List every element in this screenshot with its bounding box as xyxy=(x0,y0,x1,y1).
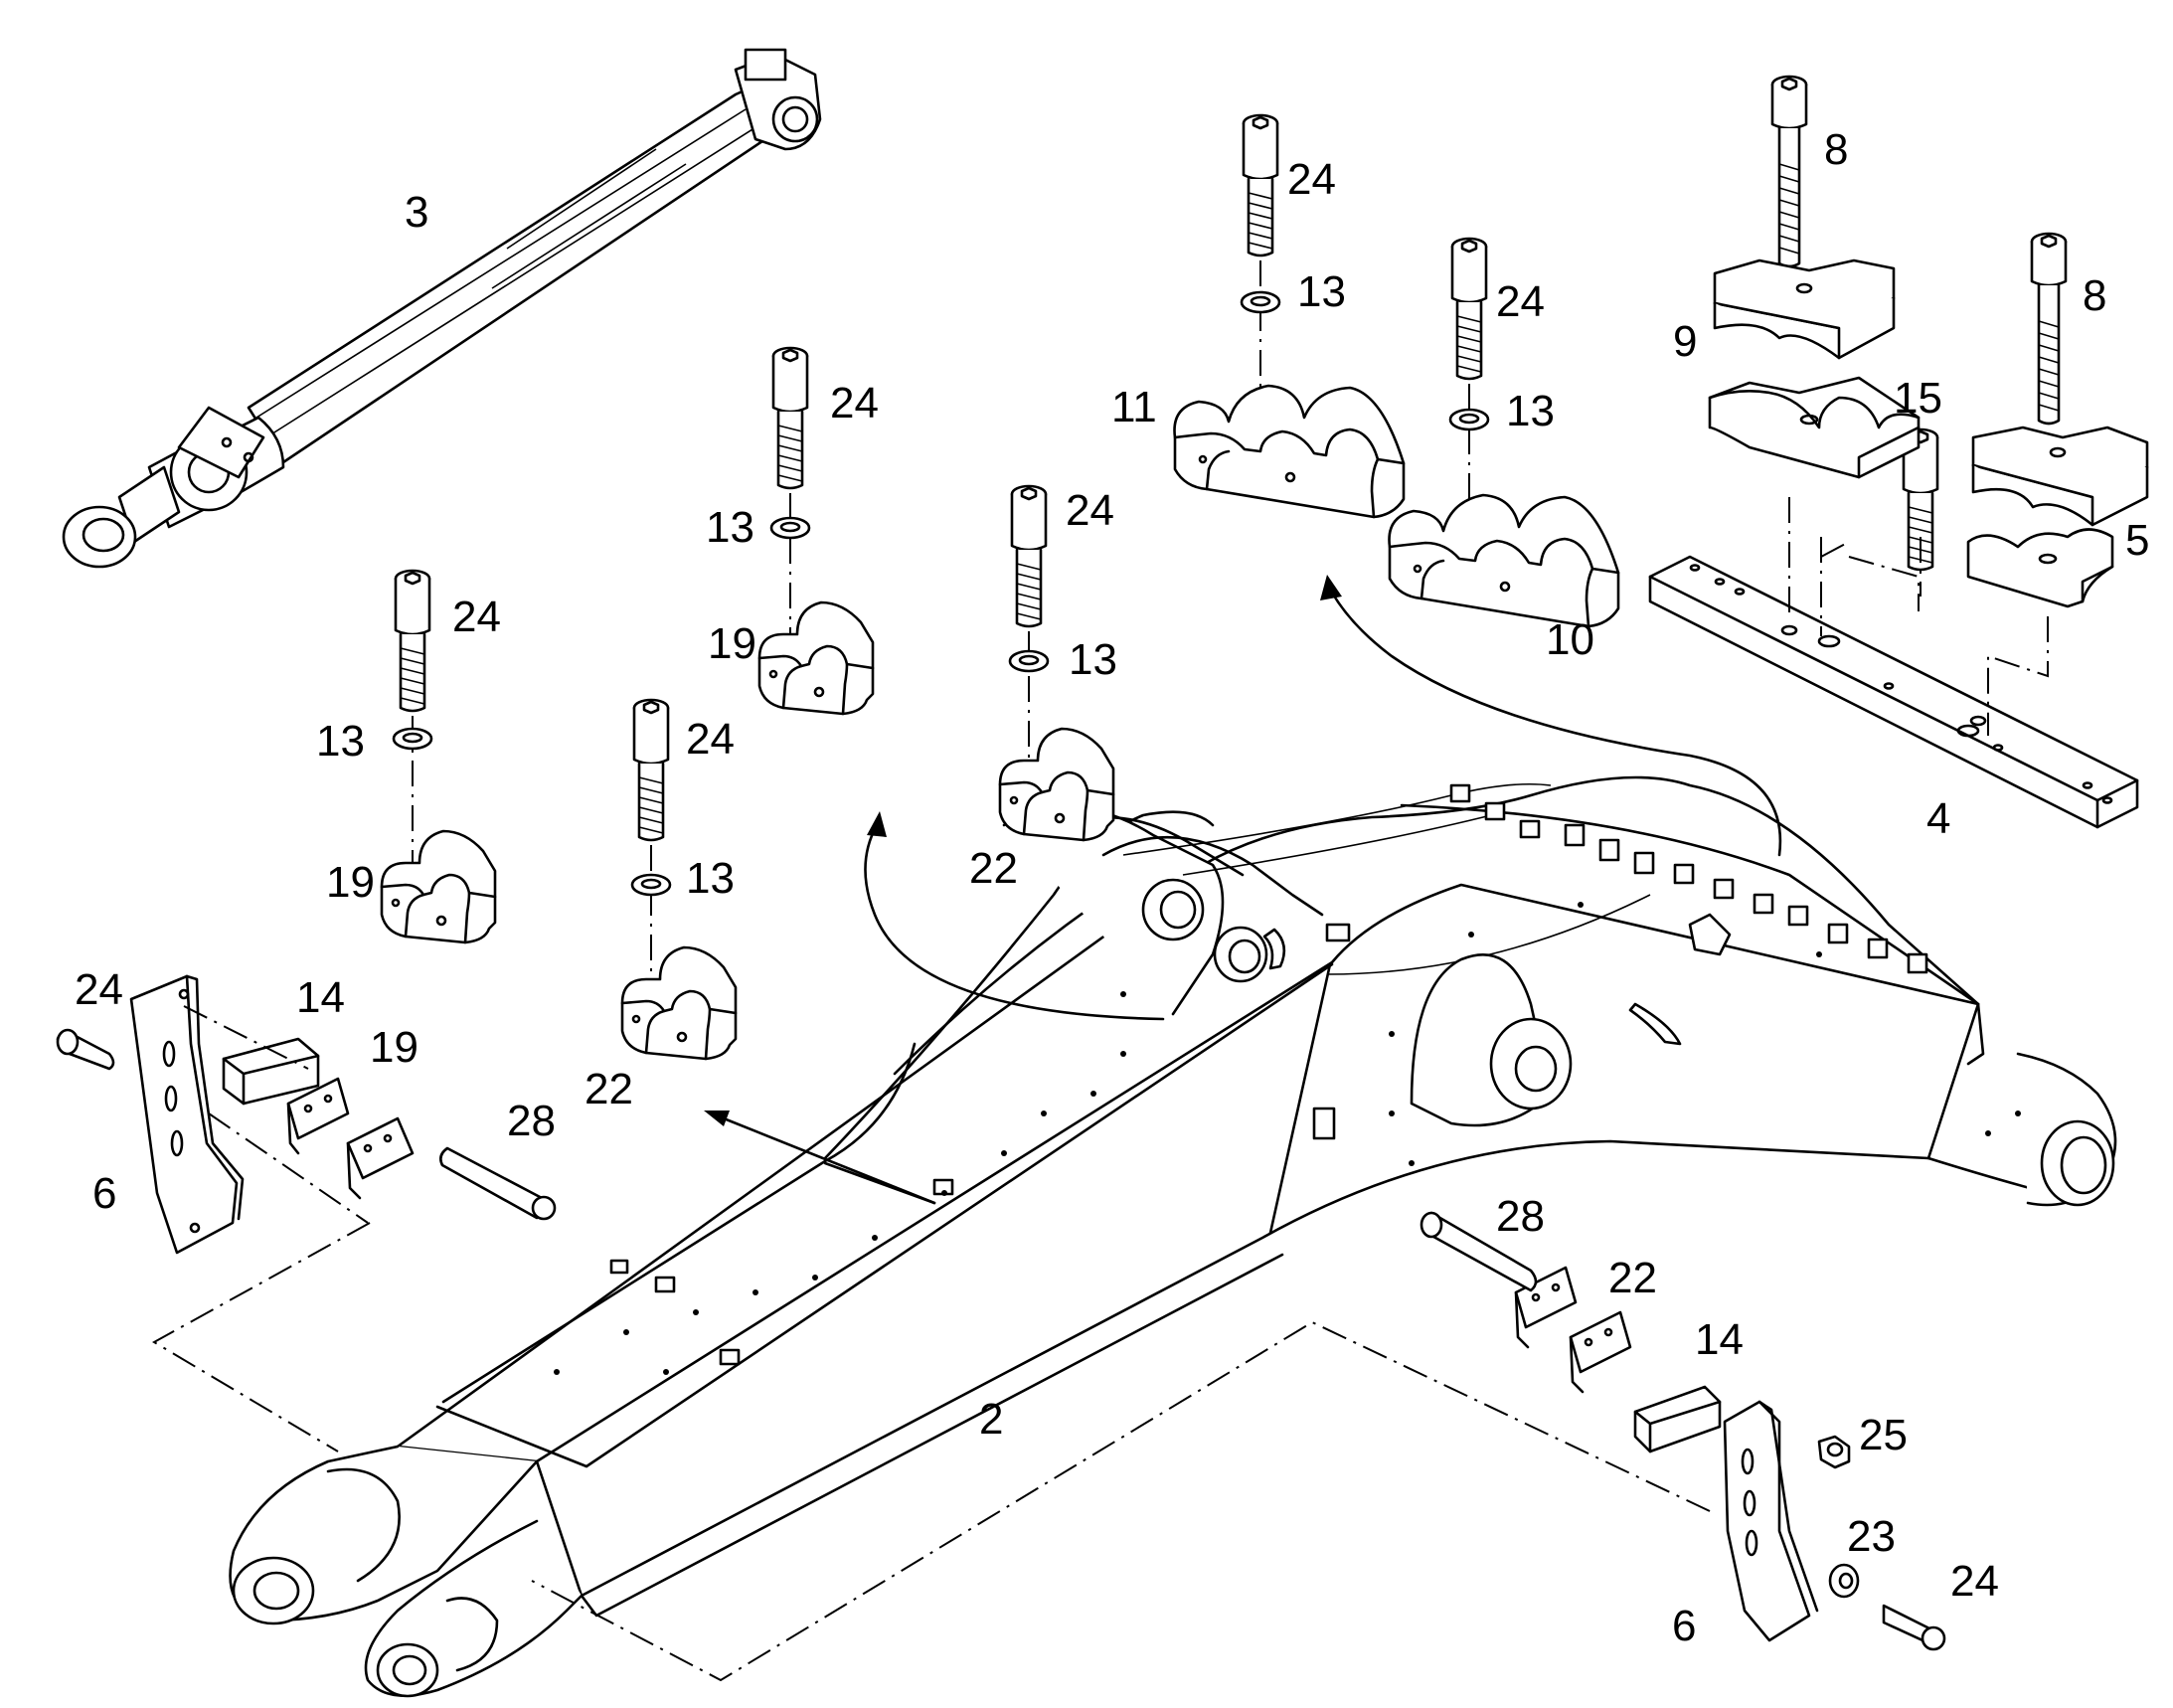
callout-clamp-22c: 22 xyxy=(1608,1254,1657,1302)
callout-screw-15: 15 xyxy=(1894,374,1942,423)
callout-nut-25: 25 xyxy=(1859,1411,1908,1459)
callout-clamp-19b: 19 xyxy=(326,858,375,907)
callout-double-clamp-10: 10 xyxy=(1546,615,1594,664)
callout-boom: 2 xyxy=(979,1395,1003,1444)
callout-washer-13b: 13 xyxy=(1506,387,1555,435)
clamp-assembly-10 xyxy=(1388,237,1620,628)
callout-bolt-8a: 8 xyxy=(1824,125,1848,174)
callout-washer-13c: 13 xyxy=(706,503,754,552)
callout-bolt-24g: 24 xyxy=(75,965,123,1014)
clamp-assembly-22-left xyxy=(620,698,738,1061)
callout-washer-13d: 13 xyxy=(1069,635,1117,684)
callout-washer-13e: 13 xyxy=(316,717,365,766)
clamp-assembly-19-left xyxy=(380,569,497,944)
callout-plate-left: 6 xyxy=(92,1169,116,1218)
callout-washer-13a: 13 xyxy=(1297,267,1346,316)
clamp-assembly-19-middle xyxy=(757,346,875,716)
callout-spacer-left: 14 xyxy=(296,973,345,1022)
callout-clamp-half-9: 9 xyxy=(1673,317,1697,366)
clamp-assembly-22-right xyxy=(998,484,1115,842)
callout-washer-13f: 13 xyxy=(686,854,735,903)
callout-bolt-24h: 24 xyxy=(1950,1557,1999,1606)
callout-block-bar: 4 xyxy=(1926,794,1950,843)
callout-clamp-19c: 19 xyxy=(370,1023,418,1072)
callout-bolt-28a: 28 xyxy=(507,1097,556,1145)
hydraulic-cylinder xyxy=(62,48,822,569)
callout-plate-right: 6 xyxy=(1672,1602,1696,1650)
callout-bolt-24d: 24 xyxy=(1066,486,1114,535)
callout-double-clamp-11: 11 xyxy=(1111,383,1157,431)
callout-washer-23: 23 xyxy=(1847,1512,1896,1561)
callout-clamp-22a: 22 xyxy=(969,844,1018,893)
callouts: 2 3 4 5 6 6 8 8 9 10 11 13 13 13 13 13 1… xyxy=(75,125,2149,1650)
clamp-assembly-11 xyxy=(1173,113,1406,519)
callout-bolt-24e: 24 xyxy=(452,593,501,641)
callout-bolt-24c: 24 xyxy=(830,379,879,427)
callout-spacer-right: 14 xyxy=(1695,1315,1744,1364)
callout-clamp-19a: 19 xyxy=(708,619,756,668)
callout-cylinder: 3 xyxy=(405,188,428,237)
boom xyxy=(229,775,2117,1698)
block-clamp-assembly xyxy=(1648,75,2149,829)
left-plate-assembly xyxy=(56,974,557,1452)
callout-clamp-22b: 22 xyxy=(585,1065,633,1113)
callout-bolt-24a: 24 xyxy=(1287,155,1336,204)
callout-bolt-8b: 8 xyxy=(2083,271,2106,320)
callout-bolt-28b: 28 xyxy=(1496,1192,1545,1241)
callout-bolt-24b: 24 xyxy=(1496,277,1545,326)
callout-clamp-half-5: 5 xyxy=(2125,516,2149,565)
callout-bolt-24f: 24 xyxy=(686,715,735,764)
right-plate-assembly xyxy=(531,1211,1946,1682)
arrows xyxy=(704,575,1782,1205)
